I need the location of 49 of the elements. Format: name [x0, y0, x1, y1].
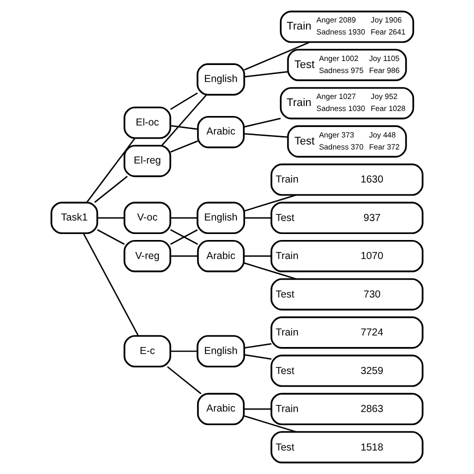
node-box: Train Anger 1027 Joy 952 Sadness 1030 Fear 1028: [280, 87, 414, 120]
node-box: English: [196, 63, 246, 96]
connector: [244, 42, 310, 71]
node-box: Arabic: [197, 240, 245, 272]
node-box: Train 1630: [270, 164, 424, 196]
node-box: Task1: [50, 202, 98, 234]
connector: [244, 354, 272, 360]
node-box: Test Anger 373 Joy 448 Sadness 370 Fear 372: [287, 125, 407, 158]
node-box: V-oc: [124, 202, 172, 234]
node-box: Test 937: [270, 202, 424, 234]
connector: [244, 133, 288, 138]
node-box: English: [196, 335, 246, 368]
connector: [244, 255, 272, 257]
connector: [167, 366, 202, 394]
connector: [97, 217, 124, 219]
connector: [170, 140, 198, 153]
connector: [170, 124, 198, 130]
node-box: Train 1070: [270, 240, 424, 272]
node-box: Test Anger 1002 Joy 1105 Sadness 975 Fear 986: [287, 48, 407, 82]
connector: [244, 194, 296, 212]
node-box: Test 730: [270, 278, 424, 310]
node-box: El-oc: [124, 106, 172, 139]
node-box: English: [196, 202, 246, 234]
connector: [244, 408, 272, 410]
connector: [244, 217, 272, 219]
node-box: Test 3259: [270, 354, 424, 387]
node-box: V-reg: [124, 240, 172, 272]
connector: [244, 262, 296, 280]
connector: [170, 350, 198, 352]
connector: [82, 232, 139, 336]
connector: [170, 255, 198, 257]
connector: [161, 94, 207, 146]
node-box: E-c: [124, 335, 172, 368]
connector: [170, 92, 198, 110]
node-box: El-reg: [124, 144, 172, 178]
connector: [244, 415, 296, 433]
connector: [86, 138, 136, 203]
connector: [170, 217, 198, 219]
connector: [97, 229, 125, 245]
node-box: Train 2863: [270, 392, 424, 426]
node-box: Arabic: [197, 392, 245, 426]
node-box: Arabic: [197, 116, 245, 148]
node-box: Test 1518: [270, 431, 424, 464]
connector: [94, 176, 128, 203]
connector: [244, 343, 272, 349]
node-box: Train 7724: [270, 316, 424, 349]
connector: [244, 118, 281, 128]
node-box: Train Anger 2089 Joy 1906 Sadness 1930 Fear 2641: [280, 10, 414, 43]
connector: [244, 71, 288, 78]
